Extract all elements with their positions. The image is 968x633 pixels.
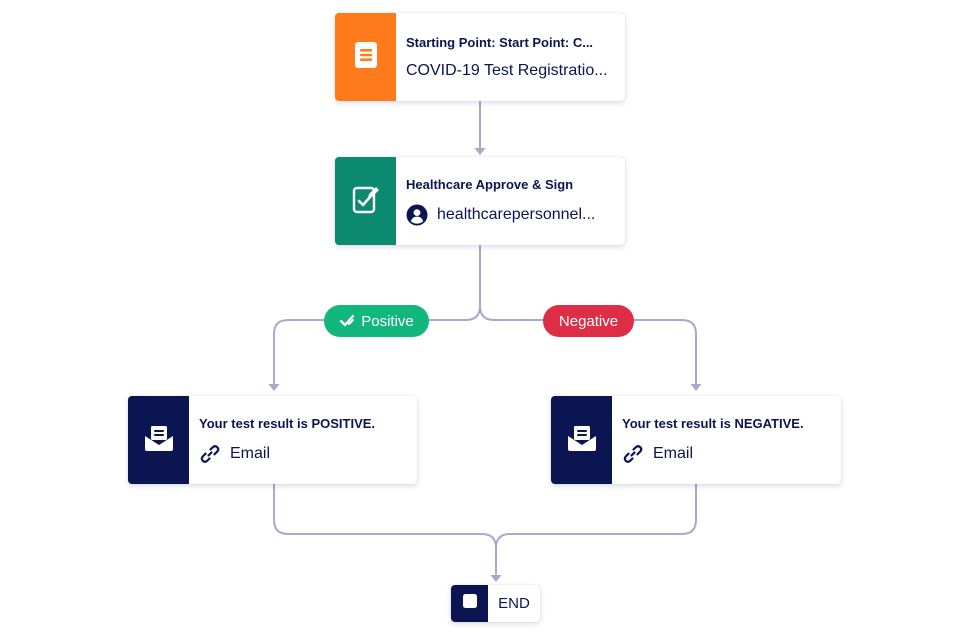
email-positive-type: Email (230, 444, 271, 462)
stop-square-icon (462, 593, 478, 614)
start-node-content: Starting Point: Start Point: C... COVID-… (396, 13, 625, 101)
connector-negative-to-end (495, 483, 697, 549)
start-node-form-name: COVID-19 Test Registratio... (406, 61, 608, 79)
approval-node-content: Healthcare Approve & Sign healthcarepers… (396, 157, 625, 245)
approval-node[interactable]: Healthcare Approve & Sign healthcarepers… (335, 157, 625, 245)
arrowhead-negative (690, 384, 702, 391)
end-node-icon-panel (451, 585, 488, 622)
email-positive-type-row: Email (199, 443, 405, 465)
email-negative-node[interactable]: Your test result is NEGATIVE. Email (551, 396, 841, 484)
approval-node-assignee-row: healthcarepersonnel... (406, 204, 613, 226)
approve-check-icon (339, 313, 355, 329)
arrowhead-positive (268, 384, 280, 391)
negative-branch-text: Negative (558, 312, 619, 330)
connector-positive-to-end (273, 483, 497, 575)
approval-node-assignee: healthcarepersonnel... (437, 205, 596, 223)
start-node-icon-panel (335, 13, 396, 101)
email-positive-node[interactable]: Your test result is POSITIVE. Email (128, 396, 417, 484)
positive-branch-label[interactable]: Positive (324, 305, 429, 337)
envelope-icon (567, 424, 597, 457)
end-node[interactable]: END (451, 585, 540, 622)
connector-approval-split-right (479, 305, 697, 386)
email-negative-type-row: Email (622, 443, 829, 465)
email-positive-title: Your test result is POSITIVE. (199, 415, 376, 431)
link-icon (199, 443, 221, 465)
email-positive-content: Your test result is POSITIVE. Email (189, 396, 417, 484)
start-node-title: Starting Point: Start Point: C... (406, 34, 594, 50)
arrowhead-end (490, 575, 502, 582)
link-icon (622, 443, 644, 465)
document-icon (353, 41, 379, 74)
user-avatar-icon (406, 204, 428, 226)
email-negative-title: Your test result is NEGATIVE. (622, 415, 804, 431)
approval-node-title: Healthcare Approve & Sign (406, 176, 574, 192)
start-node[interactable]: Starting Point: Start Point: C... COVID-… (335, 13, 625, 101)
email-negative-content: Your test result is NEGATIVE. Email (612, 396, 841, 484)
arrowhead-approval (474, 148, 486, 155)
start-node-subtitle-row: COVID-19 Test Registratio... (406, 62, 613, 80)
approve-sign-icon (352, 184, 380, 219)
approval-node-icon-panel (335, 157, 396, 245)
email-negative-type: Email (653, 444, 694, 462)
end-node-label: END (498, 595, 530, 612)
email-negative-icon-panel (551, 396, 612, 484)
envelope-icon (144, 424, 174, 457)
positive-branch-text: Positive (361, 312, 414, 330)
negative-branch-label[interactable]: Negative (543, 305, 634, 337)
email-positive-icon-panel (128, 396, 189, 484)
